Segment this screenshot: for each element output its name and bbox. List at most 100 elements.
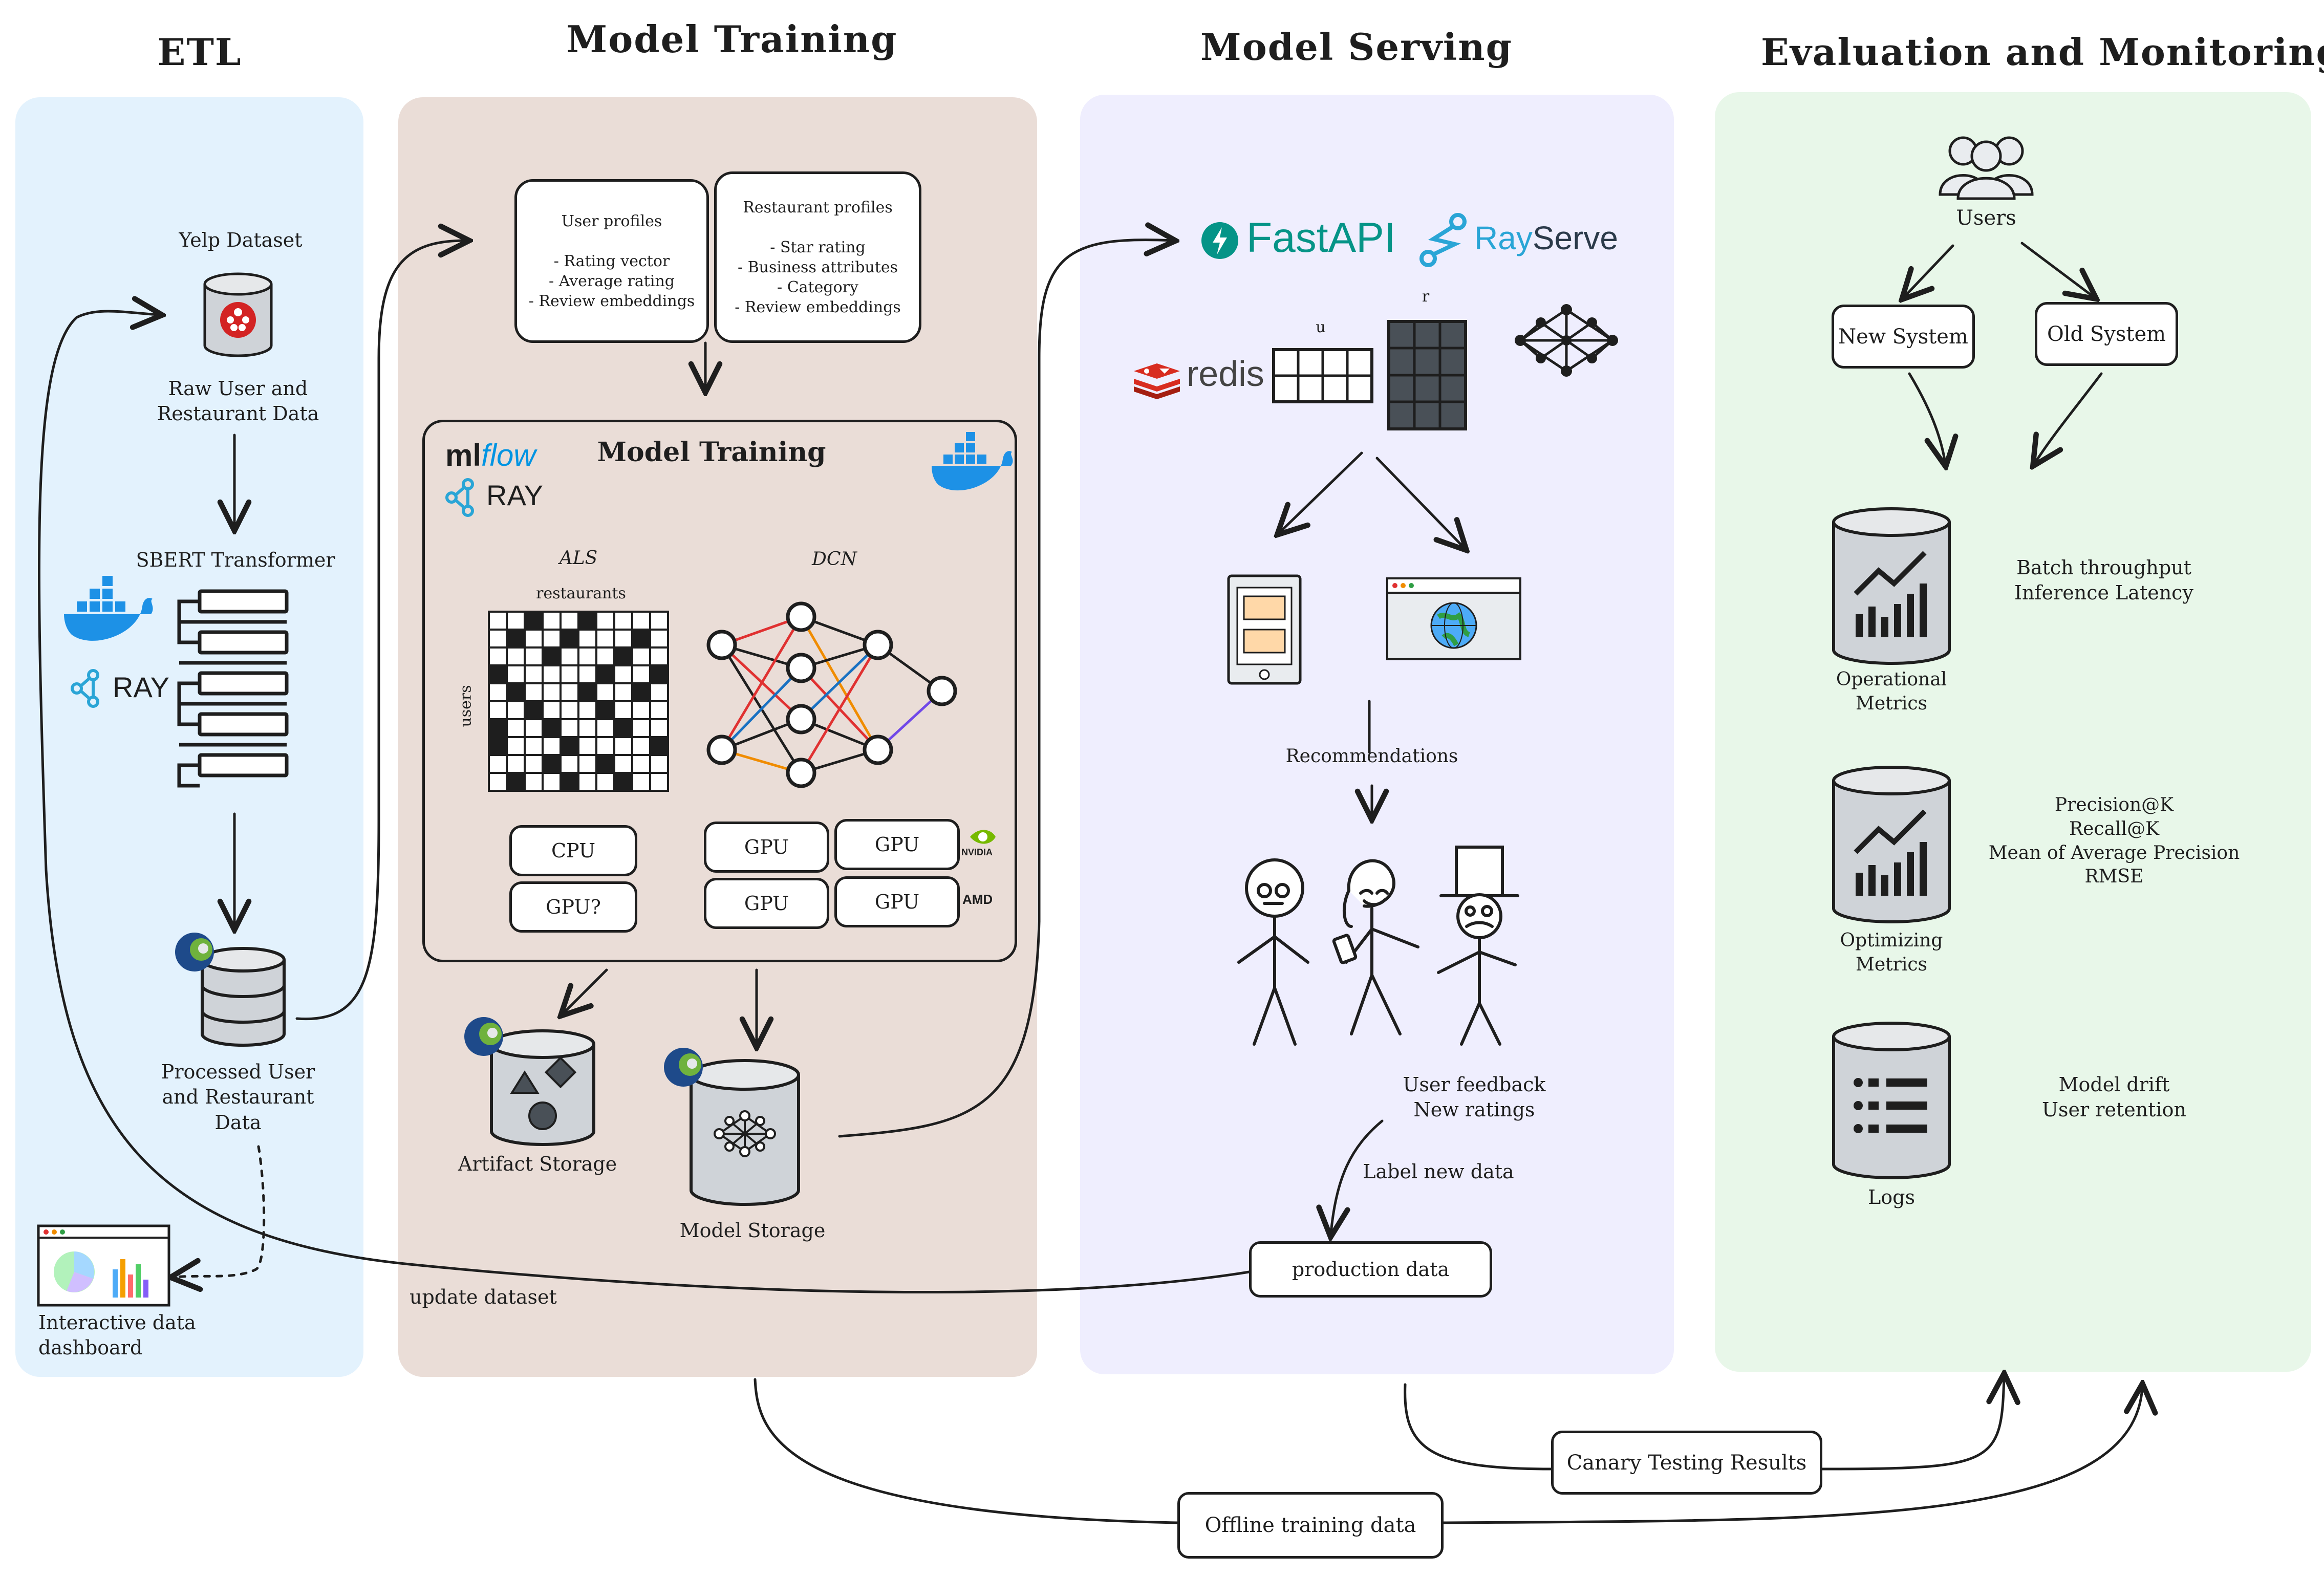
dcn-network <box>706 601 957 788</box>
ray-training-label: RAY <box>486 479 543 511</box>
matrix-cell <box>524 646 544 666</box>
matrix-cell <box>613 682 633 702</box>
matrix-cell <box>649 611 669 631</box>
logs-label: Logs <box>1868 1186 1915 1208</box>
logs-icon <box>1832 1022 1951 1179</box>
matrix-cell <box>577 682 597 702</box>
matrix-cell <box>488 754 508 774</box>
matrix-cell <box>524 664 544 684</box>
matrix-cell <box>631 700 651 720</box>
redis-label: redis <box>1187 354 1264 394</box>
serving-panel <box>1080 95 1674 1374</box>
matrix-cell <box>560 718 579 738</box>
transformer-stack-icon <box>177 589 289 788</box>
dcn-label: DCN <box>812 549 857 570</box>
serve-text: Serve <box>1532 220 1618 256</box>
matrix-cell <box>560 629 579 649</box>
matrix-cell <box>560 611 579 631</box>
matrix-cell <box>506 664 526 684</box>
rayserve-icon <box>1419 213 1467 267</box>
docker-training-icon <box>932 432 1013 491</box>
serving-title: Model Serving <box>1200 25 1513 69</box>
matrix-cell <box>649 629 669 649</box>
users-figures-icon <box>1237 846 1519 1046</box>
redis-icon <box>1134 363 1180 399</box>
gpu-box-1: GPU <box>704 822 829 873</box>
matrix-cell <box>577 611 597 631</box>
matrix-cell <box>577 736 597 756</box>
matrix-cell <box>631 772 651 792</box>
offline-training-box: Offline training data <box>1177 1492 1444 1559</box>
optimizing-label: Optimizing Metrics <box>1840 930 1943 975</box>
users-axis-label: users <box>457 685 475 727</box>
model-training-box <box>422 420 1017 962</box>
update-dataset-label: update dataset <box>410 1286 557 1308</box>
training-title: Model Training <box>566 17 898 61</box>
matrix-cell <box>595 700 615 720</box>
amd-label: AMD <box>962 892 993 907</box>
matrix-cell <box>560 700 579 720</box>
docker-icon <box>64 576 153 641</box>
processed-label: Processed User and Restaurant Data <box>161 1061 315 1134</box>
matrix-cell <box>631 646 651 666</box>
ray-icon <box>71 669 99 708</box>
matrix-cell <box>613 700 633 720</box>
matrix-cell <box>613 772 633 792</box>
operational-metrics-icon <box>1832 507 1951 665</box>
matrix-cell <box>613 754 633 774</box>
restaurant-profiles-box: Restaurant profiles - Star rating - Busi… <box>714 171 921 343</box>
matrix-cell <box>506 754 526 774</box>
matrix-cell <box>560 754 579 774</box>
matrix-cell <box>524 611 544 631</box>
matrix-cell <box>613 646 633 666</box>
matrix-cell <box>542 700 562 720</box>
matrix-cell <box>595 646 615 666</box>
fastapi-label: FastAPI <box>1246 214 1396 261</box>
precision-label: Precision@K Recall@K Mean of Average Pre… <box>1988 794 2240 888</box>
user-profiles-box: User profiles - Rating vector - Average … <box>514 179 709 343</box>
matrix-cell <box>595 629 615 649</box>
matrix-cell <box>542 682 562 702</box>
etl-title: ETL <box>157 30 242 74</box>
matrix-cell <box>631 682 651 702</box>
matrix-cell <box>524 700 544 720</box>
matrix-cell <box>506 682 526 702</box>
raw-data-label: Raw User and Restaurant Data <box>157 377 319 425</box>
rayserve-label: RayServe <box>1474 219 1618 257</box>
matrix-cell <box>488 629 508 649</box>
matrix-cell <box>631 611 651 631</box>
matrix-cell <box>524 629 544 649</box>
matrix-cell <box>506 629 526 649</box>
matrix-cell <box>577 629 597 649</box>
label-data-label: Label new data <box>1363 1160 1514 1183</box>
matrix-cell <box>631 754 651 774</box>
neural-net-icon <box>1515 304 1618 377</box>
matrix-cell <box>542 629 562 649</box>
matrix-cell <box>542 611 562 631</box>
matrix-cell <box>649 646 669 666</box>
user-profiles-text: User profiles - Rating vector - Average … <box>528 212 695 310</box>
matrix-cell <box>649 682 669 702</box>
matrix-cell <box>649 754 669 774</box>
users-label: Users <box>1956 206 2016 230</box>
dashboard-label: Interactive data dashboard <box>38 1311 196 1359</box>
nvidia-icon <box>970 830 996 844</box>
old-system-box: Old System <box>2035 302 2178 366</box>
matrix-cell <box>488 700 508 720</box>
matrix-cell <box>524 754 544 774</box>
optimizing-metrics-icon <box>1832 766 1951 923</box>
matrix-cell <box>506 611 526 631</box>
ray-text: Ray <box>1474 220 1533 256</box>
matrix-cell <box>506 700 526 720</box>
matrix-cell <box>542 664 562 684</box>
ray-training-icon <box>445 478 474 517</box>
gpu-box-2: GPU <box>834 819 960 870</box>
matrix-cell <box>524 718 544 738</box>
matrix-cell <box>560 736 579 756</box>
production-data-box: production data <box>1249 1241 1492 1298</box>
nvidia-label: NVIDIA <box>961 847 993 857</box>
model-storage-icon <box>664 1048 800 1206</box>
restaurants-label: restaurants <box>536 585 626 602</box>
matrix-cell <box>577 700 597 720</box>
